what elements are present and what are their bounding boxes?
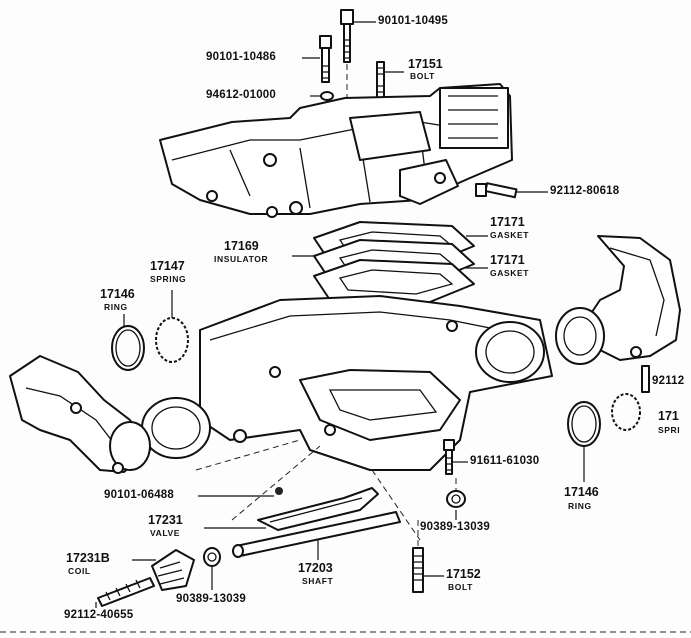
callout-17203-name: SHAFT [302, 576, 334, 586]
callout-17169: 17169 [224, 239, 259, 253]
callout-17147-name: SPRING [150, 274, 187, 284]
callout-17231b: 17231B [66, 551, 110, 565]
callout-17151-name: BOLT [410, 71, 435, 81]
callout-171-right-name: SPRI [658, 425, 681, 435]
ring-17146-left-inner [115, 329, 141, 367]
bolt-90101-10486 [319, 35, 332, 83]
callout-17151: 17151 [408, 57, 443, 71]
callout-17146-right-name: RING [568, 501, 592, 511]
screw-90101-06488 [275, 487, 283, 495]
leader-lines [95, 21, 585, 608]
bolt-17152 [412, 547, 424, 593]
callout-17171-upper: 17171 [490, 215, 525, 229]
ring-17146-left [111, 325, 145, 371]
left-elbow-pipe [9, 355, 151, 474]
callout-17231: 17231 [148, 513, 183, 527]
bolt-92112-80618 [475, 182, 518, 199]
lower-intake-manifold [141, 295, 553, 471]
callout-17171-upper-name: GASKET [490, 230, 530, 240]
spring-17147-left [155, 317, 189, 363]
callout-92112-right: 92112 [652, 375, 685, 387]
callout-17231b-name: COIL [68, 566, 91, 576]
bolt-91611-61030 [443, 439, 455, 475]
bolt-92112-40655 [97, 577, 155, 607]
upper-intake-manifold [159, 83, 513, 218]
bolt-17151 [376, 61, 385, 99]
bushing-90389-13039-right [446, 490, 466, 508]
spring-right [611, 393, 641, 431]
callout-17152: 17152 [446, 567, 481, 581]
callout-92112-40655: 92112-40655 [64, 609, 134, 621]
callout-171-right: 171 [658, 409, 679, 423]
right-elbow-pipe [555, 235, 681, 393]
gasket-insulator-stack [313, 221, 475, 307]
callout-17146-right: 17146 [564, 485, 599, 499]
shaft-17203 [232, 511, 401, 558]
callout-17171-lower-name: GASKET [490, 268, 530, 278]
callout-17171-lower: 17171 [490, 253, 525, 267]
callout-90389-13039-right: 90389-13039 [420, 521, 490, 533]
callout-90101-10486: 90101-10486 [206, 51, 276, 63]
callout-90101-10495: 90101-10495 [378, 15, 448, 27]
callout-92112-80618: 92112-80618 [550, 185, 620, 197]
callout-17152-name: BOLT [448, 582, 473, 592]
coil-17231b [151, 549, 195, 591]
callout-94612-01000: 94612-01000 [206, 89, 276, 101]
bolt-90101-10495 [340, 9, 354, 63]
washer-94612 [320, 91, 334, 101]
valve-17231 [257, 487, 379, 531]
callout-90389-13039-left: 90389-13039 [176, 593, 246, 605]
callout-17231-name: VALVE [150, 528, 181, 538]
callout-17146-left-name: RING [104, 302, 128, 312]
bushing-90389-13039-left [203, 547, 221, 567]
callout-91611-61030: 91611-61030 [470, 455, 540, 467]
ring-17146-right [567, 401, 601, 447]
callout-90101-06488: 90101-06488 [104, 489, 174, 501]
callout-17146-left: 17146 [100, 287, 135, 301]
callout-17203: 17203 [298, 561, 333, 575]
callout-17169-name: INSULATOR [214, 254, 269, 264]
ring-17146-right-inner [571, 405, 597, 443]
callout-17147: 17147 [150, 259, 185, 273]
